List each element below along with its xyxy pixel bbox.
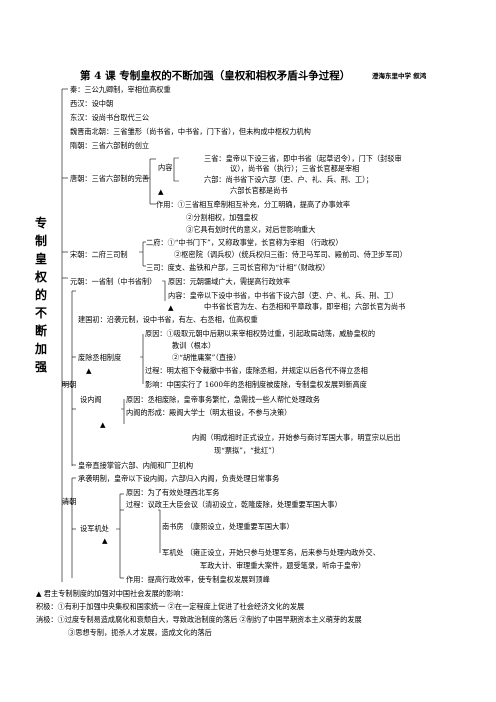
line-ming: 明朝 bbox=[62, 380, 77, 389]
line-feicheng-yingxiang: 影响：中国实行了 1600年的丞相制度被废除，专制皇权发展到新高度 bbox=[145, 380, 367, 389]
line-zuoyong-1: 作用：①三省相互牵制相互补充，分工明确，提高了办事效率 bbox=[156, 200, 351, 209]
side-label: 专制皇权的不断加强 bbox=[34, 216, 47, 374]
line-nanshufang: 南书房 （康熙设立，处理重要军国大事） bbox=[162, 522, 294, 531]
line-ming-dongchang: 皇帝直接掌管六部、内阁和厂卫机构 bbox=[78, 461, 194, 470]
line-sansheng-2: 议），尚书省（执行）；三省长官都是宰相 bbox=[230, 164, 360, 173]
page-title: 第 4 课 专制皇权的不断加强（皇权和相权矛盾斗争过程） bbox=[80, 70, 351, 82]
line-qing-chengxi: 承袭明制，皇帝以下设内阁，六部归入内阁，负责处理日常事务 bbox=[78, 474, 280, 483]
line-song: 宋朝：二府三司制 bbox=[70, 250, 128, 259]
author-label: 澄海东里中学 叙鸿 bbox=[372, 72, 427, 80]
line-neige-fazhan-1: 内阁（明成祖时正式设立，开始参与商讨军国大事，明宣宗以后出 bbox=[192, 433, 401, 442]
line-xihan: 西汉：设中朝 bbox=[70, 99, 114, 108]
summary-positive: 积极：①有利于加强中央集权和国家统一 ②在一定程度上促进了社会经济文化的发展 bbox=[36, 602, 305, 611]
line-junjichu-2: 军政大计、审理重大案件，题受笔录，听命于皇帝） bbox=[200, 561, 366, 570]
line-qin: 秦：三公九卿制，宰相位高权重 bbox=[70, 85, 171, 94]
line-yuan-neirong-2: 中书省长官为左、右丞相和平章政事，即宰相；六部长官为尚书 bbox=[204, 302, 406, 311]
line-erfu-2: ②枢密院（调兵权）(统兵权归三衙：侍卫马军司、殿前司、侍卫步军司） bbox=[174, 250, 407, 259]
line-neige-yuanyin: 原因：丞相废除，皇帝事务繁忙，急需找一些人帮忙处理政务 bbox=[126, 395, 321, 404]
triangle-1: ▲ bbox=[158, 187, 164, 196]
triangle-5: ▲ bbox=[102, 536, 108, 545]
line-feicheng-yy-2: 教训（根本） bbox=[172, 341, 216, 350]
line-feicheng-yy-3: ②“胡惟庸案”（直接） bbox=[172, 353, 241, 362]
line-sansi: 三司：度支、盐铁和户部，三司长官称为“计相”（财政权） bbox=[146, 263, 330, 272]
line-donghan: 东汉：设尚书台取代三公 bbox=[70, 113, 150, 122]
triangle-2: ▲ bbox=[168, 303, 174, 312]
summary-negative: 消极：①过度专制易造成腐化和衰颓自大，导致政治制度的落后 ②制约了中国早期资本主… bbox=[36, 615, 362, 624]
line-feicheng: 废除丞相制度 bbox=[78, 353, 122, 362]
line-ming-jianguo: 建国初：沿袭元制，设中书省，有左、右丞相，位高权重 bbox=[78, 315, 258, 324]
line-yuan: 元朝：一省制（中书省制） bbox=[70, 277, 157, 286]
summary-heading: ▲ 君主专制制度的加强对中国社会发展的影响： bbox=[36, 589, 188, 598]
label-neirong: 内容 bbox=[158, 163, 173, 172]
line-liubu-1: 六部：尚书省下设六部（吏、户、礼、兵、刑、工）； bbox=[204, 175, 373, 184]
line-jjc-zuoyong: 作用：提高行政效率，使专制皇权发展到顶峰 bbox=[126, 575, 270, 584]
line-weijin: 魏晋南北朝：三省雏形（尚书省，中书省，门下省），但未构成中枢权力机构 bbox=[70, 127, 311, 136]
line-feicheng-yy-1: 原因：①吸取元朝中后期以来宰相权势过重，引起政局动荡，威胁皇权的 bbox=[145, 329, 376, 338]
line-liubu-2: 六部长官都是尚书 bbox=[230, 186, 288, 195]
line-zuoyong-2: ②分割相权，加强皇权 bbox=[186, 213, 258, 222]
line-jjc-guocheng: 过程：议政王大臣会议（清初设立，乾隆废除，处理重要军国大事） bbox=[126, 500, 342, 509]
line-qing: 清朝 bbox=[62, 497, 77, 506]
line-erfu-1: 二府：①“中书门下”，又称政事堂，长官称为宰相 （行政权） bbox=[146, 238, 343, 247]
line-junjichu-1: 军机处 （雍正设立，开始只参与处理军务，后来参与处理内政外交、 bbox=[162, 548, 380, 557]
line-jjc: 设军机处 bbox=[80, 524, 109, 533]
line-zuoyong-3: ③它具有划时代的意义，对后世影响重大 bbox=[186, 225, 316, 234]
triangle-3: ▲ bbox=[86, 366, 92, 375]
line-neige-fazhan-2: 现“票拟”，“批红”） bbox=[214, 446, 280, 455]
line-neige-xingcheng: 内阁的形成：殿阁大学士（明太祖设，不参与决策） bbox=[126, 408, 292, 417]
line-feicheng-guocheng: 过程：明太祖下令裁撤中书省，废除丞相，并规定以后各代不得立丞相 bbox=[145, 366, 368, 375]
line-sansheng-1: 三省：皇帝以下设三省，即中书省（起草诏令），门下（封驳审 bbox=[204, 154, 402, 163]
triangle-4: ▲ bbox=[100, 420, 106, 429]
line-yuan-neirong-1: 内容：皇帝以下设中书省，中书省下设六部（吏、户、礼、兵、刑、工） bbox=[168, 291, 399, 300]
line-yuan-yuanyin: 原因：元朝疆域广大，需提高行政效率 bbox=[168, 277, 291, 286]
summary-negative-3: ③思想专制，扼杀人才发展，造成文化的落后 bbox=[68, 628, 212, 637]
line-neige: 设内阁 bbox=[80, 395, 102, 404]
line-jjc-yuanyin: 原因：为了有效处理西北军务 bbox=[126, 488, 220, 497]
line-sui: 隋朝：三省六部制的创立 bbox=[70, 141, 150, 150]
line-tang: 唐朝：三省六部制的完善 bbox=[70, 174, 150, 183]
